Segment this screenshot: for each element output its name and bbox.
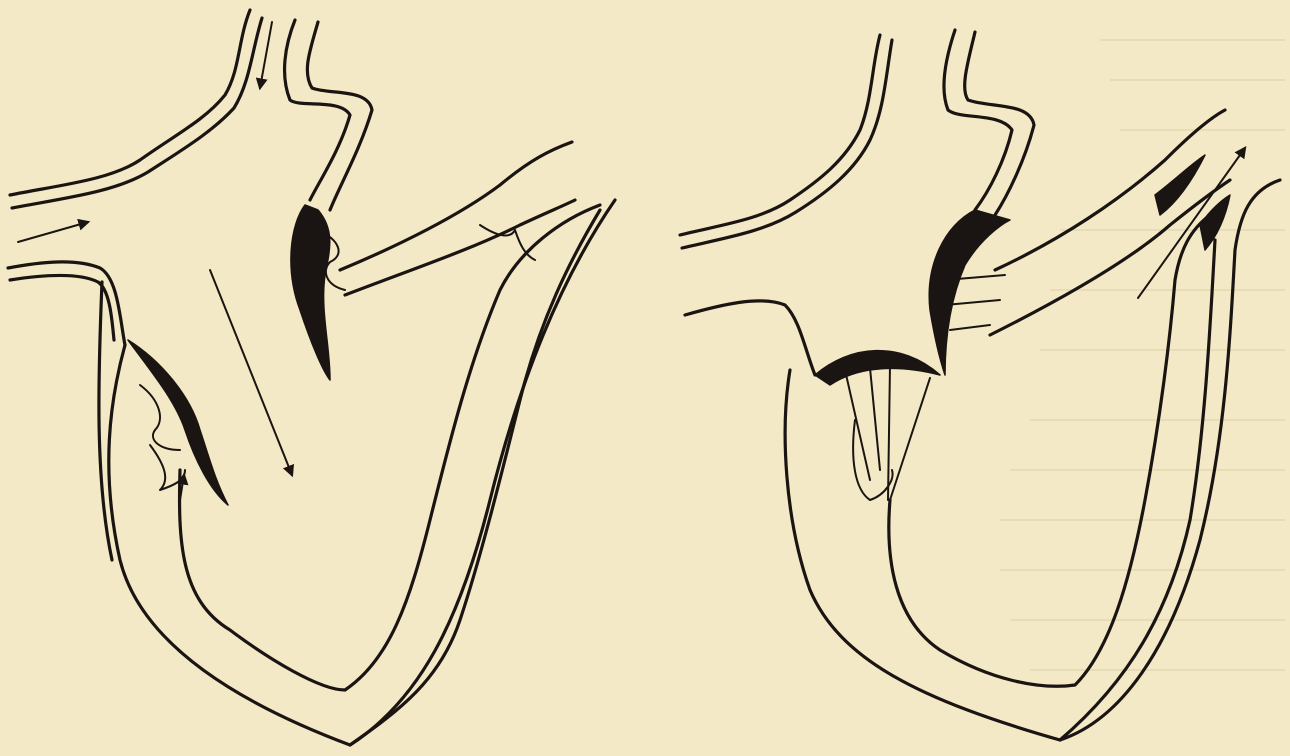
right-mitral-chord-3 xyxy=(888,365,890,500)
left-arrow-down xyxy=(210,270,292,475)
right-aortic-chord-3 xyxy=(950,325,990,330)
right-mitral-chord-1 xyxy=(845,370,870,480)
right-inflow-vessel-lower xyxy=(685,301,815,375)
right-mitral-chord-2 xyxy=(870,368,880,470)
left-heart-section xyxy=(8,10,615,745)
right-aorta-outer xyxy=(944,30,1012,210)
right-mitral-valve xyxy=(815,351,940,385)
left-mitral-valve xyxy=(128,340,228,505)
right-inflow-vessel-upper-inner xyxy=(682,40,892,248)
left-inflow-vessel-upper-inner xyxy=(12,18,262,208)
right-ventricle-outer xyxy=(785,180,1280,740)
left-inflow-vessel-upper xyxy=(10,10,250,195)
right-inflow-vessel-upper xyxy=(680,35,880,235)
left-aortic-valve xyxy=(291,205,330,380)
left-arrow-inflow xyxy=(18,222,88,242)
left-aorta-inner xyxy=(307,22,372,210)
left-arrow-top xyxy=(260,22,272,88)
left-inflow-vessel-lower-inner xyxy=(10,275,114,340)
left-outflow-vessel-upper xyxy=(340,142,572,270)
left-aorta-outer xyxy=(285,20,350,200)
right-outflow-vessel-upper xyxy=(995,110,1225,270)
left-outflow-vessel-lower xyxy=(345,200,575,295)
right-mitral-chord-4 xyxy=(890,378,930,500)
right-ventricle-wall-right xyxy=(1060,240,1215,740)
right-aorta-inner xyxy=(965,32,1034,215)
right-aortic-valve xyxy=(929,210,1010,375)
right-heart-section xyxy=(680,30,1280,740)
paper-bleed-through xyxy=(1000,40,1285,670)
